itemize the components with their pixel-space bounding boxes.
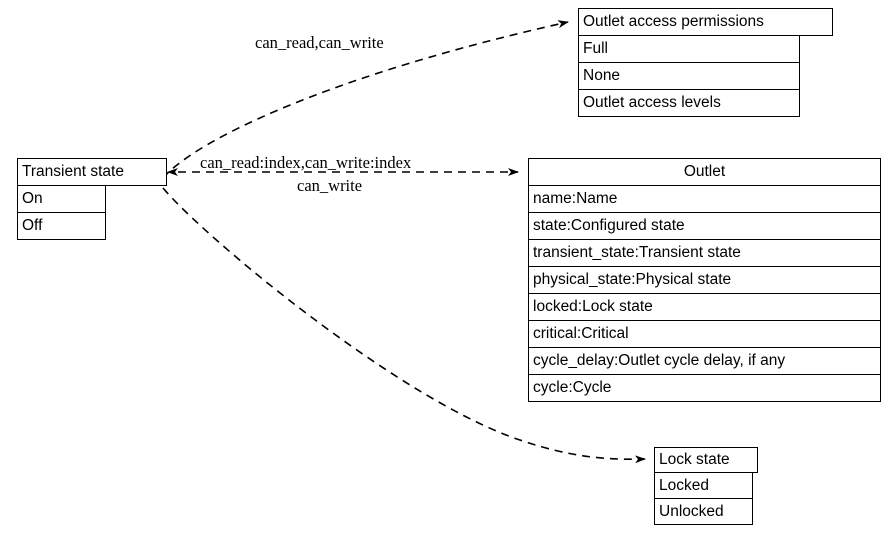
node-outlet-access-permissions-row: None [578,62,800,90]
node-outlet-access-permissions[interactable]: Outlet access permissions Full None Outl… [578,8,834,121]
node-outlet-row: physical_state:Physical state [528,266,881,294]
node-transient-state-row: On [17,185,106,213]
node-outlet-row: name:Name [528,185,881,213]
node-outlet-row: critical:Critical [528,320,881,348]
node-transient-state-row: Off [17,212,106,240]
node-outlet-row: state:Configured state [528,212,881,240]
node-lock-state-row: Locked [654,472,753,499]
node-outlet-row: cycle_delay:Outlet cycle delay, if any [528,347,881,375]
node-transient-state-title: Transient state [17,158,167,186]
node-lock-state-title: Lock state [654,447,758,473]
node-transient-state[interactable]: Transient state On Off [17,158,167,243]
node-outlet-row: transient_state:Transient state [528,239,881,267]
edge-outlet-to-transient-arrowhead [167,168,178,176]
node-outlet[interactable]: Outlet name:Name state:Configured state … [528,158,881,410]
edge-label-can-write: can_write [297,176,363,195]
edge-label-can-read-index-can-write-index: can_read:index,can_write:index [200,153,412,172]
node-outlet-access-permissions-row: Outlet access levels [578,89,800,117]
node-outlet-access-permissions-title: Outlet access permissions [578,8,833,36]
node-lock-state-row: Unlocked [654,498,753,525]
node-outlet-title: Outlet [528,158,881,186]
node-outlet-row: cycle:Cycle [528,374,881,402]
node-outlet-access-permissions-row: Full [578,35,800,63]
edge-label-can-read-can-write: can_read,can_write [255,33,384,52]
node-outlet-row: locked:Lock state [528,293,881,321]
node-lock-state[interactable]: Lock state Locked Unlocked [654,447,758,529]
